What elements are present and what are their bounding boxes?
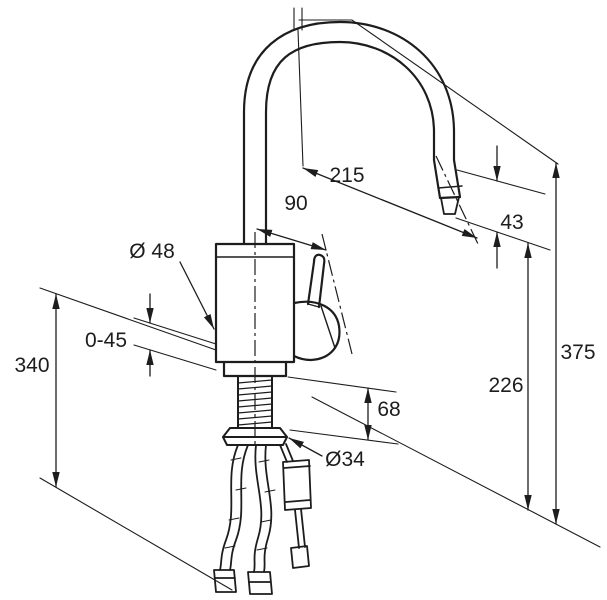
hose-braid-ticks	[224, 457, 276, 551]
dim-base-diameter-leader	[288, 437, 323, 457]
dim-total-height-label: 375	[560, 341, 595, 364]
dim-spout-reach-label: 215	[329, 164, 364, 187]
dim-deck-thickness-label: 0-45	[85, 329, 127, 352]
pull-rod	[279, 443, 312, 569]
dimensions	[39, 7, 601, 591]
dimension-lines	[52, 145, 560, 525]
dim-spout-offset-label: 90	[284, 192, 307, 215]
dimension-labels: 215 90 43 Ø 48 0-45 340 375 226 68 Ø34	[14, 164, 595, 471]
dim-body-diameter-leader	[179, 261, 215, 330]
hose-fitting	[247, 571, 273, 595]
dim-outlet-drop-label: 43	[500, 211, 523, 234]
dim-base-diameter-label: Ø34	[325, 448, 365, 471]
hose-fitting	[213, 569, 237, 593]
dim-hose-length-label: 340	[14, 354, 49, 377]
dim-body-diameter-label: Ø 48	[129, 240, 175, 263]
dim-spout-offset-line	[256, 228, 327, 251]
faucet-outline	[213, 20, 463, 595]
handle-axis-line	[321, 233, 353, 355]
dim-outlet-height-label: 226	[488, 374, 523, 397]
dim-shank-length-label: 68	[377, 398, 400, 421]
lever-handle	[292, 253, 341, 362]
dim-spout-reach-line	[302, 167, 478, 239]
supply-hoses	[213, 443, 312, 595]
